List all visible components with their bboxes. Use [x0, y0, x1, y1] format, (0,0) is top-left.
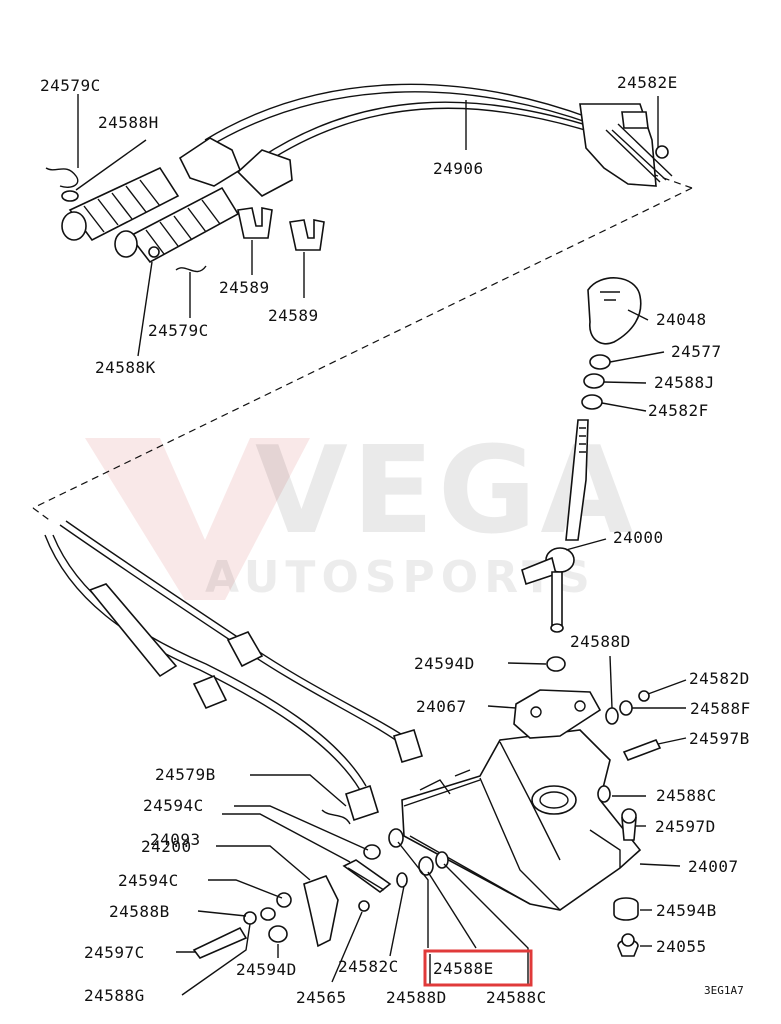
- shift-lever-assembly: [521, 277, 642, 633]
- label-24594C-low: 24594C: [118, 871, 179, 890]
- label-24048: 24048: [656, 310, 707, 329]
- label-24582F: 24582F: [648, 401, 709, 420]
- label-24582C: 24582C: [338, 957, 399, 976]
- watermark-logo-icon: [85, 438, 310, 600]
- label-24594B: 24594B: [656, 901, 717, 920]
- label-24588G: 24588G: [84, 986, 145, 1005]
- label-24579C-top: 24579C: [40, 76, 101, 95]
- cable-clips: [237, 207, 325, 251]
- label-24588B: 24588B: [109, 902, 170, 921]
- assembly-boundary: [32, 174, 693, 523]
- shift-cable-assembly-bottom: [44, 520, 424, 825]
- label-24597D: 24597D: [655, 817, 716, 836]
- label-24582D: 24582D: [689, 669, 750, 688]
- small-parts-top-left: [45, 167, 207, 273]
- highlight-box: [423, 949, 533, 987]
- label-24594D-low: 24594D: [236, 960, 297, 979]
- label-24565: 24565: [296, 988, 347, 1007]
- hardware-right: [597, 690, 662, 957]
- label-24589-a: 24589: [219, 278, 270, 297]
- shift-cable-assembly-top: [61, 83, 673, 264]
- label-24579B: 24579B: [155, 765, 216, 784]
- label-24579C-mid: 24579C: [148, 321, 209, 340]
- label-24200: 24200: [141, 837, 192, 856]
- label-24000: 24000: [613, 528, 664, 547]
- label-24588C-low: 24588C: [486, 988, 547, 1007]
- label-24588C-right: 24588C: [656, 786, 717, 805]
- label-24093: 24093: [150, 830, 201, 849]
- diagram-code: 3EG1A7: [704, 984, 744, 997]
- label-24055: 24055: [656, 937, 707, 956]
- label-24588H: 24588H: [98, 113, 159, 132]
- shifter-housing: [401, 656, 642, 911]
- hardware-lower-left: [192, 828, 449, 959]
- label-24007: 24007: [688, 857, 739, 876]
- label-24588K: 24588K: [95, 358, 156, 377]
- label-24588J: 24588J: [654, 373, 715, 392]
- part-labels: 24579C 24588H 24582E 24906 24589 24589 2…: [40, 73, 751, 1007]
- leader-lines: [75, 94, 687, 996]
- label-24588E: 24588E: [433, 959, 494, 978]
- label-24594D-top: 24594D: [414, 654, 475, 673]
- label-24577: 24577: [671, 342, 722, 361]
- label-24589-b: 24589: [268, 306, 319, 325]
- label-24906: 24906: [433, 159, 484, 178]
- label-24597C: 24597C: [84, 943, 145, 962]
- label-24067: 24067: [416, 697, 467, 716]
- label-24582E-top: 24582E: [617, 73, 678, 92]
- label-24588D-low: 24588D: [386, 988, 447, 1007]
- label-24597B: 24597B: [689, 729, 750, 748]
- label-24588D-top: 24588D: [570, 632, 631, 651]
- label-24594C-top: 24594C: [143, 796, 204, 815]
- label-24588F: 24588F: [690, 699, 751, 718]
